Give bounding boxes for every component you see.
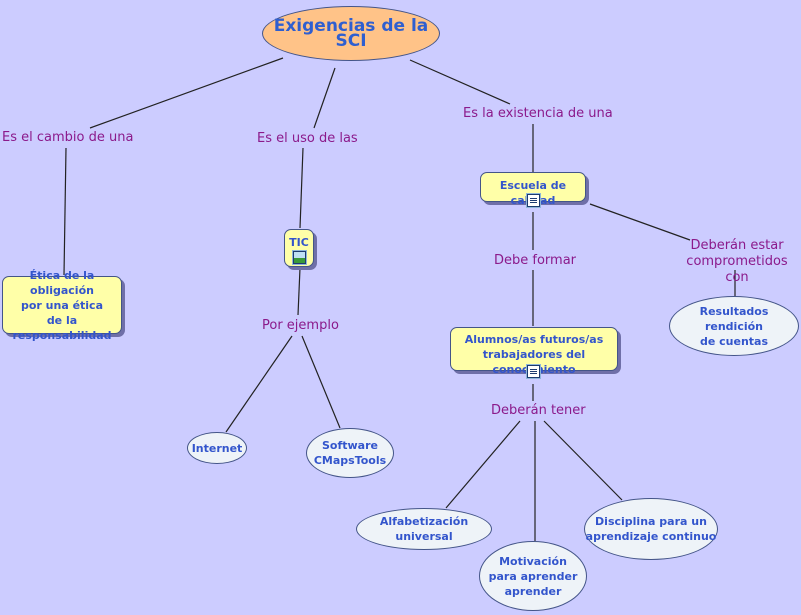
link-label-formar: Debe formar xyxy=(494,253,577,268)
connector-line xyxy=(313,67,336,129)
connector-line xyxy=(589,203,691,241)
connector-line xyxy=(63,147,67,276)
main-concept-title[interactable]: Exigencias de la SCI xyxy=(262,6,440,61)
link-label-comprometidos: Deberán estar comprometidos con xyxy=(686,238,788,285)
concept-resultados[interactable]: Resultados rendición de cuentas xyxy=(669,296,799,356)
link-label-existencia: Es la existencia de una xyxy=(463,106,613,121)
concept-etica[interactable]: Ética de la obligación por una ética de … xyxy=(2,269,122,342)
document-icon[interactable] xyxy=(527,365,540,378)
connector-line xyxy=(301,335,341,429)
image-icon[interactable] xyxy=(293,251,306,264)
concept-disciplina[interactable]: Disciplina para un aprendizaje continuo xyxy=(584,498,718,560)
connector-line xyxy=(297,267,301,316)
concept-internet[interactable]: Internet xyxy=(187,432,247,464)
connector-line xyxy=(225,335,293,433)
connector-line xyxy=(543,420,623,501)
document-icon[interactable] xyxy=(527,194,540,207)
connector-line xyxy=(89,57,284,129)
connector-line xyxy=(445,420,521,509)
connector-line xyxy=(299,147,304,229)
link-label-cambio: Es el cambio de una xyxy=(2,130,134,145)
concept-alumnos[interactable]: Alumnos/as futuros/as trabajadores del c… xyxy=(450,327,618,376)
link-label-uso: Es el uso de las xyxy=(257,131,358,146)
concept-software[interactable]: Software CMapsTools xyxy=(306,428,394,478)
concept-motivacion[interactable]: Motivación para aprender aprender xyxy=(479,541,587,611)
concept-alfabetizacion[interactable]: Alfabetización universal xyxy=(356,508,492,550)
connector-line xyxy=(409,59,511,105)
concept-tic-label: TIC xyxy=(289,236,309,249)
link-label-ejemplo: Por ejemplo xyxy=(262,318,339,333)
link-label-tener: Deberán tener xyxy=(491,403,586,418)
